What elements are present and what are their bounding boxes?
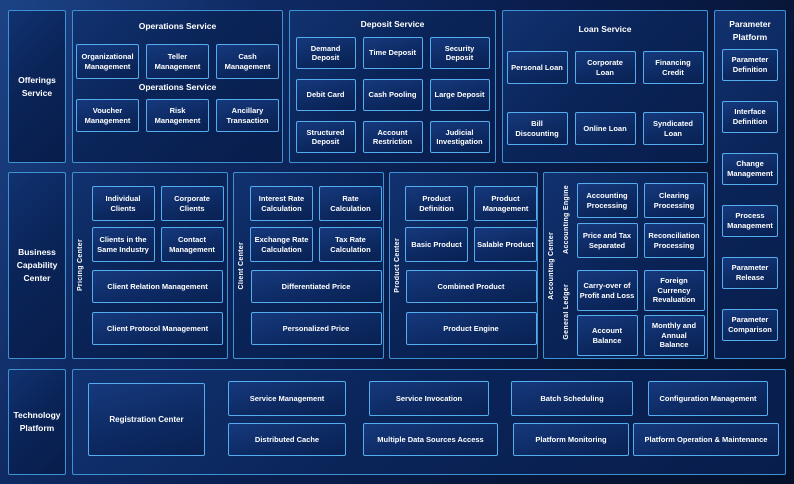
- loan-row-2: Bill Discounting Online Loan Syndicated …: [503, 112, 707, 145]
- operations-subtitle: Operations Service: [138, 82, 217, 92]
- box-bill-discounting: Bill Discounting: [506, 112, 568, 145]
- box-parameter-release: Parameter Release: [722, 256, 778, 289]
- box-judicial-investigation: Judicial Investigation: [429, 121, 490, 153]
- box-parameter-definition: Parameter Definition: [722, 48, 778, 81]
- panel-loan-service: Loan Service Personal Loan Corporate Loa…: [502, 10, 708, 163]
- pricing-center-vertical-label: Pricing Center: [77, 239, 84, 292]
- box-account-balance: Account Balance: [576, 315, 638, 356]
- box-personalized-price: Personalized Price: [250, 312, 382, 345]
- box-tax-rate-calculation: Tax Rate Calculation: [319, 227, 382, 262]
- box-time-deposit: Time Deposit: [362, 37, 423, 69]
- box-client-protocol-management: Client Protocol Management: [92, 312, 223, 345]
- box-security-deposit: Security Deposit: [429, 37, 490, 69]
- box-platform-monitoring: Platform Monitoring: [513, 423, 629, 456]
- panel-deposit-service: Deposit Service Demand Deposit Time Depo…: [289, 10, 496, 163]
- box-teller-management: Teller Management: [146, 44, 209, 79]
- box-accounting-processing: Accounting Processing: [576, 183, 638, 218]
- rail-offerings-service: Offerings Service: [8, 10, 66, 163]
- box-ancillary-transaction: Ancillary Transaction: [216, 99, 279, 132]
- box-price-and-tax-separated: Price and Tax Separated: [576, 223, 638, 258]
- box-exchange-rate-calculation: Exchange Rate Calculation: [250, 227, 313, 262]
- panel-product-center: Product Center Product Definition Produc…: [389, 172, 538, 359]
- box-structured-deposit: Structured Deposit: [295, 121, 356, 153]
- box-product-definition: Product Definition: [405, 186, 468, 221]
- box-service-management: Service Management: [228, 381, 346, 416]
- box-platform-operation-maintenance: Platform Operation & Maintenance: [633, 423, 779, 456]
- box-individual-clients: Individual Clients: [91, 186, 155, 221]
- box-online-loan: Online Loan: [574, 112, 636, 145]
- box-voucher-management: Voucher Management: [76, 99, 139, 132]
- box-contact-management: Contact Management: [160, 227, 224, 262]
- box-combined-product: Combined Product: [405, 270, 537, 303]
- box-distributed-cache: Distributed Cache: [228, 423, 346, 456]
- box-cash-pooling: Cash Pooling: [362, 79, 423, 111]
- box-monthly-and-annual-balance: Monthly and Annual Balance: [643, 315, 705, 356]
- general-ledger-vertical-label: General Ledger: [562, 283, 570, 340]
- box-interface-definition: Interface Definition: [722, 100, 778, 133]
- box-batch-scheduling: Batch Scheduling: [511, 381, 633, 416]
- deposit-row-1: Demand Deposit Time Deposit Security Dep…: [290, 37, 495, 69]
- parameter-list: Parameter Definition Interface Definitio…: [715, 48, 785, 341]
- rail-business-capability-center: Business Capability Center: [8, 172, 66, 359]
- box-carry-over-of-profit-and-loss: Carry-over of Profit and Loss: [576, 270, 638, 311]
- accounting-center-vertical-label: Accounting Center: [547, 231, 555, 300]
- product-center-vertical-label: Product Center: [394, 238, 401, 293]
- deposit-row-3: Structured Deposit Account Restriction J…: [290, 121, 495, 153]
- box-salable-product: Salable Product: [474, 227, 537, 262]
- box-client-relation-management: Client Relation Management: [92, 270, 223, 303]
- parameter-title: Parameter Platform: [729, 19, 771, 42]
- box-cash-management: Cash Management: [216, 44, 279, 79]
- box-interest-rate-calculation: Interest Rate Calculation: [250, 186, 313, 221]
- box-financing-credit: Financing Credit: [642, 51, 704, 84]
- loan-title: Loan Service: [578, 24, 632, 34]
- box-debit-card: Debit Card: [295, 79, 356, 111]
- box-corporate-loan: Corporate Loan: [574, 51, 636, 84]
- box-rate-calculation: Rate Calculation: [319, 186, 382, 221]
- box-reconciliation-processing: Reconciliation Processing: [643, 223, 705, 258]
- client-center-vertical-label: Client Center: [238, 241, 245, 290]
- box-basic-product: Basic Product: [405, 227, 468, 262]
- panel-operations-service: Operations Service Organizational Manage…: [72, 10, 283, 163]
- box-account-restriction: Account Restriction: [362, 121, 423, 153]
- deposit-title: Deposit Service: [360, 19, 425, 29]
- box-demand-deposit: Demand Deposit: [295, 37, 356, 69]
- box-large-deposit: Large Deposit: [429, 79, 490, 111]
- box-configuration-management: Configuration Management: [648, 381, 768, 416]
- deposit-row-2: Debit Card Cash Pooling Large Deposit: [290, 79, 495, 111]
- box-clients-in-same-industry: Clients in the Same Industry: [91, 227, 155, 262]
- rail-technology-platform: Technology Platform: [8, 369, 66, 475]
- box-syndicated-loan: Syndicated Loan: [642, 112, 704, 145]
- accounting-engine-vertical-label: Accounting Engine: [562, 184, 570, 254]
- loan-row-1: Personal Loan Corporate Loan Financing C…: [503, 51, 707, 84]
- box-parameter-comparison: Parameter Comparison: [722, 308, 778, 341]
- box-change-management: Change Management: [722, 152, 778, 185]
- box-organizational-management: Organizational Management: [76, 44, 139, 79]
- operations-title: Operations Service: [138, 21, 217, 31]
- operations-row-2: Voucher Management Risk Management Ancil…: [73, 99, 282, 132]
- panel-parameter-platform: Parameter Platform Parameter Definition …: [714, 10, 786, 359]
- box-foreign-currency-revaluation: Foreign Currency Revaluation: [643, 270, 705, 311]
- panel-technology-platform: Registration Center Service Management S…: [72, 369, 786, 475]
- box-corporate-clients: Corporate Clients: [160, 186, 224, 221]
- box-product-management: Product Management: [474, 186, 537, 221]
- box-clearing-processing: Clearing Processing: [643, 183, 705, 218]
- box-risk-management: Risk Management: [146, 99, 209, 132]
- box-differentiated-price: Differentiated Price: [250, 270, 382, 303]
- box-process-management: Process Management: [722, 204, 778, 237]
- operations-row-1: Organizational Management Teller Managem…: [73, 44, 282, 79]
- box-service-invocation: Service Invocation: [369, 381, 489, 416]
- panel-pricing-center: Pricing Center Individual Clients Corpor…: [72, 172, 228, 359]
- box-personal-loan: Personal Loan: [506, 51, 568, 84]
- panel-accounting-center: Accounting Center Accounting Engine Gene…: [543, 172, 708, 359]
- box-multiple-data-sources-access: Multiple Data Sources Access: [363, 423, 498, 456]
- panel-client-center: Client Center Interest Rate Calculation …: [233, 172, 384, 359]
- box-product-engine: Product Engine: [405, 312, 537, 345]
- box-registration-center: Registration Center: [88, 383, 205, 456]
